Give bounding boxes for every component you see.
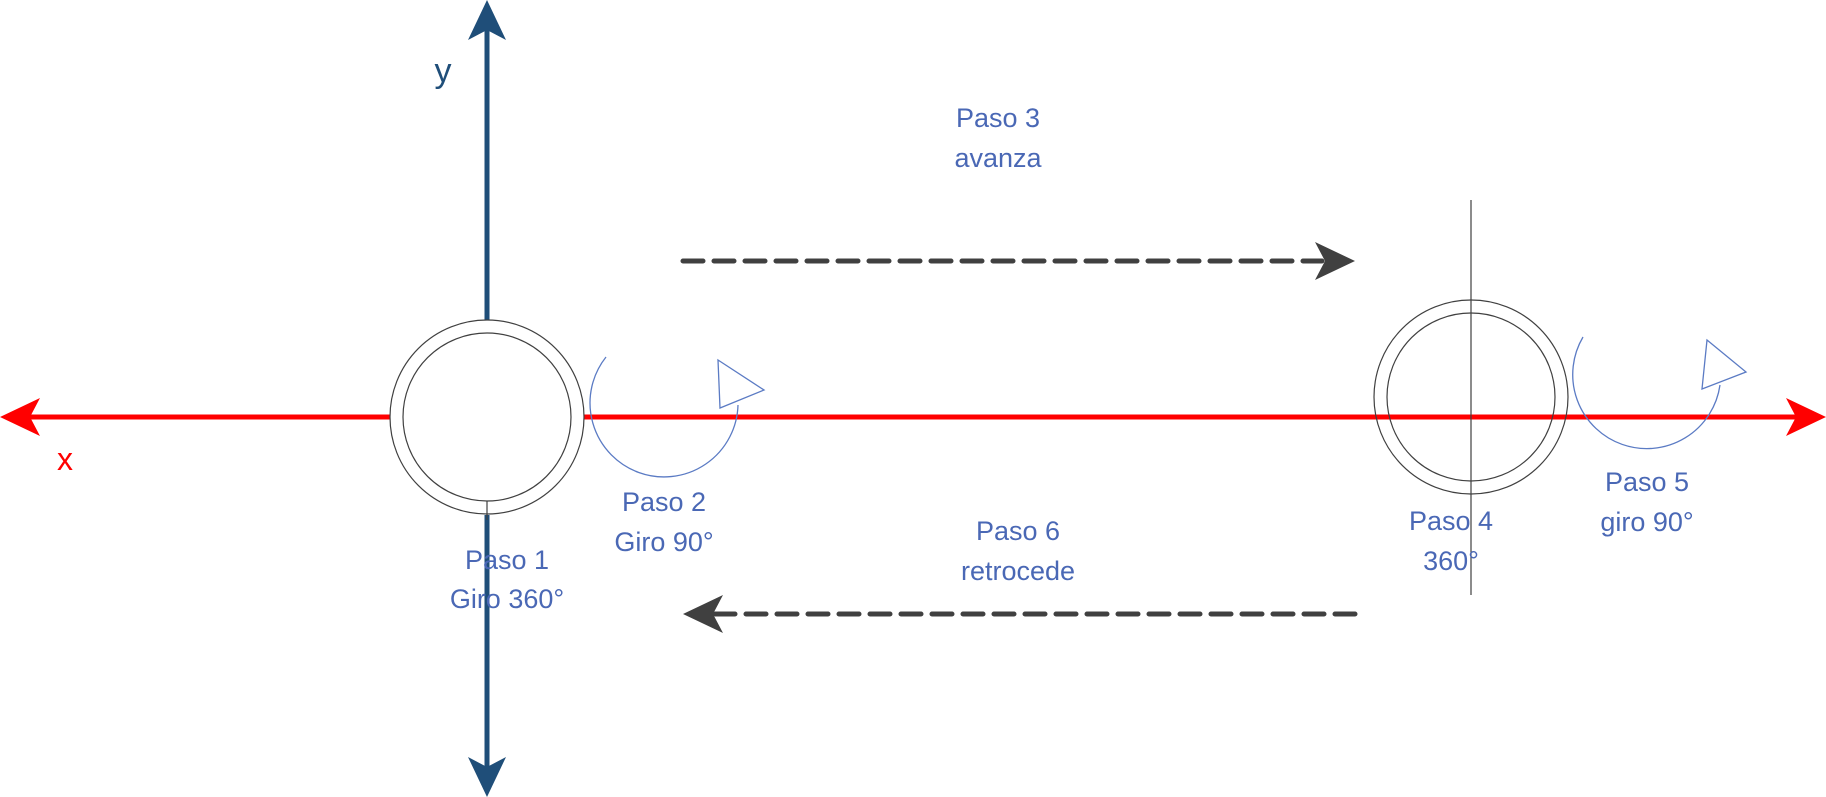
- step-2-label: Paso 2 Giro 90°: [614, 487, 713, 557]
- robot-end-position: [1373, 200, 1569, 595]
- step-1-label: Paso 1 Giro 360°: [450, 545, 564, 614]
- step-6-label: Paso 6 retrocede: [961, 516, 1075, 586]
- step-5-desc: giro 90°: [1600, 507, 1693, 537]
- step-5-title: Paso 5: [1605, 467, 1689, 497]
- y-axis-bottom-arrowhead: [468, 757, 506, 797]
- rotation-arrow-icon: [1572, 336, 1748, 450]
- step-2-desc: Giro 90°: [614, 527, 713, 557]
- forward-dashed-arrow: [680, 242, 1355, 280]
- y-axis: [468, 0, 506, 797]
- x-axis-right-arrowhead: [1786, 398, 1826, 436]
- backward-dashed-arrow: [683, 595, 1358, 633]
- y-axis-label: y: [435, 52, 452, 90]
- step-1-title: Paso 1: [465, 545, 549, 575]
- step-4-title: Paso 4: [1409, 506, 1493, 536]
- step-4-label: Paso 4 360°: [1409, 506, 1493, 576]
- step-4-desc: 360°: [1423, 546, 1479, 576]
- step-6-desc: retrocede: [961, 556, 1075, 586]
- rotation-arrow-icon: [589, 356, 766, 478]
- robot-start-position: [389, 319, 585, 520]
- x-axis-left-arrowhead: [0, 398, 40, 436]
- step-2-title: Paso 2: [622, 487, 706, 517]
- step-6-title: Paso 6: [976, 516, 1060, 546]
- y-axis-top-arrowhead: [468, 0, 506, 40]
- x-axis: [0, 398, 1826, 436]
- step-5-label: Paso 5 giro 90°: [1600, 467, 1693, 537]
- step-3-title: Paso 3: [956, 103, 1040, 133]
- forward-arrowhead: [1315, 242, 1355, 280]
- step-1-desc: Giro 360°: [450, 584, 564, 614]
- step-3-label: Paso 3 avanza: [954, 103, 1042, 173]
- x-axis-label: x: [57, 441, 73, 477]
- step-3-desc: avanza: [954, 143, 1042, 173]
- backward-arrowhead: [683, 595, 723, 633]
